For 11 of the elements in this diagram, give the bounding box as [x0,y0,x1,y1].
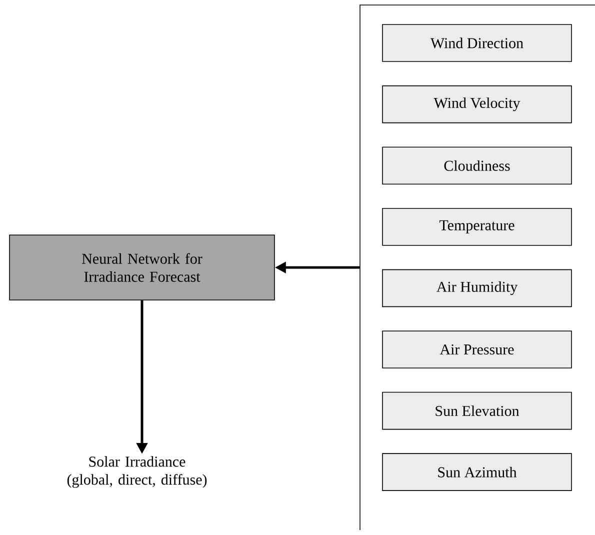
panel-frame [360,4,595,530]
input-box: Wind Velocity [382,85,572,124]
input-box: Air Humidity [382,269,572,308]
input-box: Cloudiness [382,146,572,184]
input-box: Wind Direction [382,24,572,62]
output-label: Solar Irradiance (global, direct, diffuse) [67,456,207,488]
input-box: Air Pressure [382,330,572,368]
process-box: Neural Network for Irradiance Forecast [9,234,275,300]
input-box: Sun Elevation [382,392,572,430]
input-box: Temperature [382,208,572,246]
input-box: Sun Azimuth [382,453,572,491]
